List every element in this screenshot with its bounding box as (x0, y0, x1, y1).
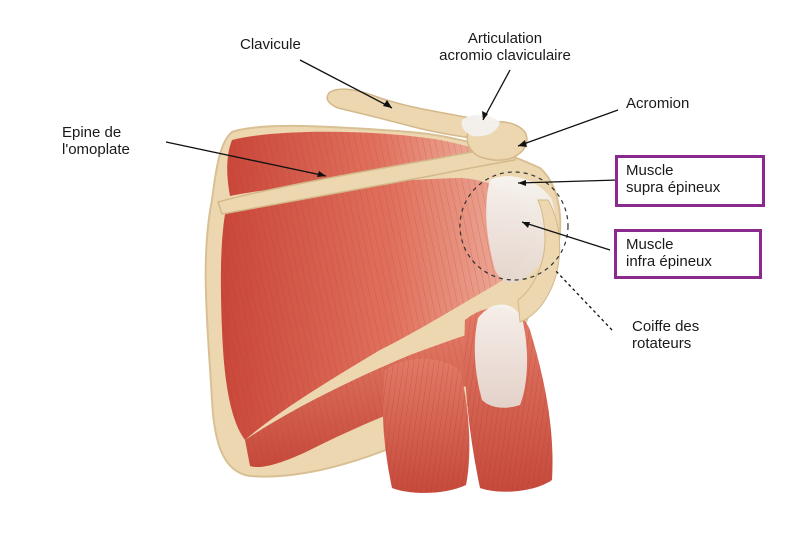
label-acromion: Acromion (626, 95, 690, 112)
scapular-spine (217, 145, 516, 215)
highlight-box-supra (615, 155, 765, 207)
leader-infra (521, 221, 611, 251)
arrow-infra (522, 222, 530, 228)
leader-lines (165, 59, 619, 331)
label-supra: Muscle supra épineux (626, 162, 721, 196)
arrow-acromion (518, 140, 527, 147)
label-epine: Epine de l'omoplate (62, 124, 130, 158)
label-articulation: Articulation acromio claviculaire (439, 30, 571, 64)
label-coiffe: Coiffe des rotateurs (632, 318, 700, 352)
arrow-clavicule (383, 100, 392, 108)
leader-acromion (517, 109, 619, 147)
arrow-epine (317, 171, 326, 177)
leader-coiffe (554, 269, 613, 331)
highlight-box-infra (614, 229, 762, 279)
rotator-cuff-circle (459, 171, 569, 281)
leader-arrowheads (317, 100, 530, 228)
arrow-articulation (482, 111, 488, 120)
ac-joint-ligament (461, 114, 500, 137)
leader-epine (165, 141, 327, 177)
rotator-cuff-tendon (486, 176, 556, 283)
long-tendon (474, 304, 528, 408)
arrow-supra (518, 180, 526, 186)
label-infra: Muscle infra épineux (626, 236, 712, 270)
leader-clavicule (299, 59, 393, 109)
leader-supra (517, 179, 619, 184)
leader-articulation (482, 69, 511, 121)
label-clavicule: Clavicule (240, 36, 301, 53)
